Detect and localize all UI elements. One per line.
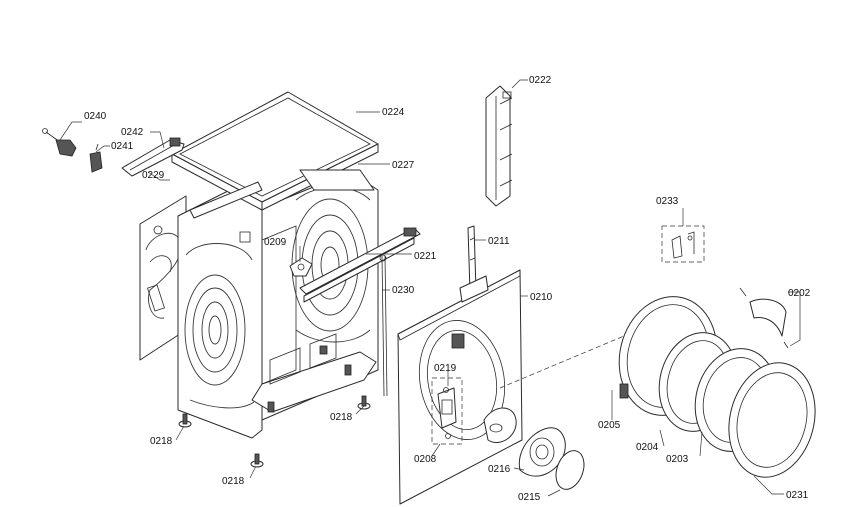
door-lock-drawing bbox=[431, 377, 463, 445]
label-0208: 0208 bbox=[414, 454, 437, 465]
leader-lines bbox=[59, 79, 801, 497]
label-0230: 0230 bbox=[392, 285, 415, 296]
door-assembly-drawing bbox=[618, 296, 816, 478]
label-0241: 0241 bbox=[111, 141, 134, 152]
label-0210: 0210 bbox=[530, 292, 553, 303]
label-0229: 0229 bbox=[142, 170, 165, 181]
rear-brace-drawing bbox=[189, 169, 375, 219]
label-0224: 0224 bbox=[382, 107, 405, 118]
label-0219: 0219 bbox=[434, 363, 457, 374]
label-0211: 0211 bbox=[488, 236, 510, 247]
label-0216: 0216 bbox=[488, 464, 511, 475]
cable-parts-drawing bbox=[42, 128, 185, 177]
label-0205: 0205 bbox=[598, 420, 621, 431]
label-0209: 0209 bbox=[264, 237, 287, 248]
rail-bracket-drawing bbox=[485, 85, 513, 207]
part-labels: 0240 0241 0242 0229 0224 0227 0222 0209 … bbox=[84, 75, 811, 503]
feet-drawing bbox=[178, 395, 371, 468]
label-0231: 0231 bbox=[786, 490, 809, 501]
housing-left-panel-drawing bbox=[177, 189, 263, 439]
label-0221: 0221 bbox=[414, 251, 437, 262]
label-0218-right: 0218 bbox=[330, 412, 353, 423]
label-0227: 0227 bbox=[392, 160, 415, 171]
hinge-drawing bbox=[518, 427, 585, 490]
label-0218-bottom: 0218 bbox=[222, 476, 245, 487]
label-0233: 0233 bbox=[656, 196, 679, 207]
label-0218-left: 0218 bbox=[150, 436, 173, 447]
label-0240: 0240 bbox=[84, 111, 107, 122]
rod-drawing bbox=[379, 254, 388, 397]
housing-rear-panel-drawing bbox=[239, 171, 379, 421]
alignment-line bbox=[499, 335, 625, 389]
label-0215: 0215 bbox=[518, 492, 541, 503]
label-0203: 0203 bbox=[666, 454, 689, 465]
label-0242: 0242 bbox=[121, 127, 144, 138]
label-0202: 0202 bbox=[788, 288, 811, 299]
label-0222: 0222 bbox=[529, 75, 552, 86]
handle-drawing bbox=[739, 287, 789, 349]
label-0204: 0204 bbox=[636, 442, 659, 453]
front-bracket-drawing bbox=[459, 225, 489, 303]
small-parts-box-drawing bbox=[661, 225, 705, 263]
